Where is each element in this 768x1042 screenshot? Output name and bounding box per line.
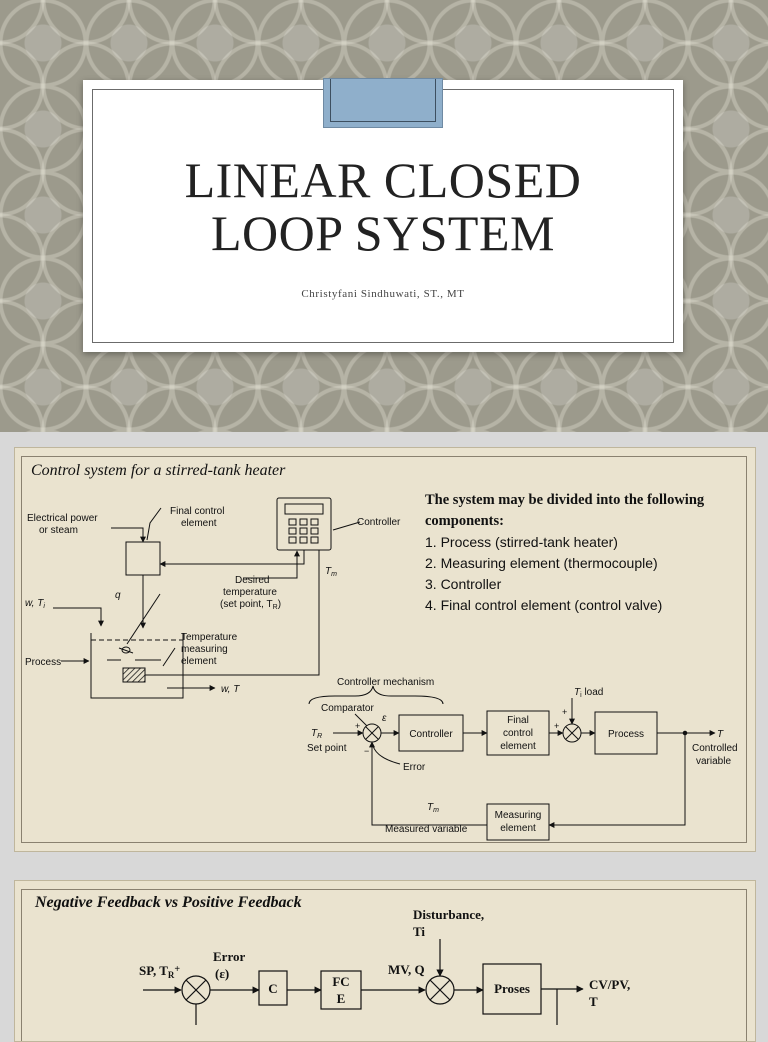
comparator-plus: + (355, 721, 360, 731)
label-controller-mechanism: Controller mechanism (337, 677, 434, 688)
label-measuring: measuring (181, 644, 228, 655)
c-block-label: C (268, 981, 277, 996)
label-sp: SP, TR+ (139, 963, 180, 980)
process-block-label: Process (608, 729, 644, 740)
label-electrical-power: Electrical power (27, 513, 98, 524)
slide3-heading: Negative Feedback vs Positive Feedback (35, 894, 302, 911)
final-block-label-1: Final (507, 715, 529, 726)
fce-block-label-1: FC (332, 974, 349, 989)
label-epsilon: ε (382, 713, 387, 724)
fce-block-label-2: E (337, 991, 346, 1006)
proses-block-label: Proses (494, 981, 530, 996)
label-ti-load: Ti load (574, 687, 603, 699)
label-cv-pv: CV/PV, (589, 977, 630, 992)
feedback-slide: Negative Feedback vs Positive Feedback (14, 880, 756, 1042)
label-or-steam: or steam (39, 525, 78, 536)
label-disturbance: Disturbance, (413, 907, 484, 922)
slide-title-line2: LOOP SYSTEM (211, 205, 555, 261)
c-block (258, 970, 288, 1006)
label-error-s3: Error (213, 949, 245, 964)
label-q: q (115, 590, 121, 601)
thermocouple (122, 667, 146, 683)
label-measured-variable: Measured variable (385, 824, 468, 835)
final-control-element-box (125, 541, 161, 576)
label-set-point: (set point, TR) (220, 599, 281, 611)
title-tab-decoration (323, 78, 443, 128)
label-final-control: Final control (170, 506, 224, 517)
component-item-1: 1. Process (stirred-tank heater) (425, 534, 618, 550)
label-tr: TR (311, 728, 322, 740)
components-list: The system may be divided into the follo… (425, 490, 745, 616)
label-error: Error (403, 762, 426, 773)
label-tm: Tm (325, 566, 337, 578)
label-element: element (181, 656, 217, 667)
label-mv: MV, Q (388, 962, 425, 977)
slide-author: Christyfani Sindhuwati, ST., MT (301, 288, 465, 300)
stirred-tank-diagram: Electrical power or steam Final control … (25, 497, 738, 841)
component-item-4: 4. Final control element (control valve) (425, 597, 663, 613)
control-system-slide: Control system for a stirred-tank heater… (14, 447, 756, 852)
slide2-heading: Control system for a stirred-tank heater (31, 462, 286, 479)
final-block-label-2: control (503, 728, 533, 739)
label-process: Process (25, 657, 61, 668)
tank-vessel (90, 633, 184, 699)
slide-title-line1: LINEAR CLOSED (184, 152, 582, 208)
label-cv-t: T (589, 994, 598, 1009)
slide3-frame (21, 889, 747, 1041)
slide2-frame (21, 456, 747, 843)
feedback-block-diagram: Disturbance, Ti Error (ε) SP, TR+ C FC E… (139, 907, 630, 1025)
controller-block-label: Controller (409, 729, 453, 740)
label-error-eps: (ε) (215, 966, 229, 981)
label-desired: Desired (235, 575, 269, 586)
label-temperature: temperature (223, 587, 277, 598)
label-outlet: w, T (221, 684, 240, 695)
label-t-output: T (717, 729, 724, 740)
controller-mechanism-brace (308, 685, 444, 705)
title-slide: LINEAR CLOSED LOOP SYSTEM Christyfani Si… (0, 0, 768, 432)
label-variable: variable (696, 756, 731, 767)
label-set-point-bd: Set point (307, 743, 347, 754)
final-block-label-3: element (500, 741, 536, 752)
label-comparator: Comparator (321, 703, 374, 714)
load-plus-top: + (562, 707, 567, 717)
measuring-block-label-2: element (500, 823, 536, 834)
component-item-3: 3. Controller (425, 576, 502, 592)
label-controlled: Controlled (692, 743, 738, 754)
comparator-minus: − (364, 746, 369, 756)
measuring-block-label-1: Measuring (495, 810, 542, 821)
label-temperature-measuring: Temperature (181, 632, 238, 643)
slide-title: LINEAR CLOSED LOOP SYSTEM (83, 154, 683, 260)
title-card: LINEAR CLOSED LOOP SYSTEM Christyfani Si… (83, 78, 683, 352)
load-plus-left: + (554, 721, 559, 731)
label-controller: Controller (357, 517, 401, 528)
label-inlet: w, Ti (25, 598, 45, 610)
label-final-control-element: element (181, 518, 217, 529)
label-ti: Ti (413, 924, 425, 939)
label-tm-feedback: Tm (427, 802, 439, 814)
measuring-element-block (486, 803, 550, 841)
components-intro: The system may be divided into the follo… (425, 492, 705, 529)
component-item-2: 2. Measuring element (thermocouple) (425, 555, 658, 571)
